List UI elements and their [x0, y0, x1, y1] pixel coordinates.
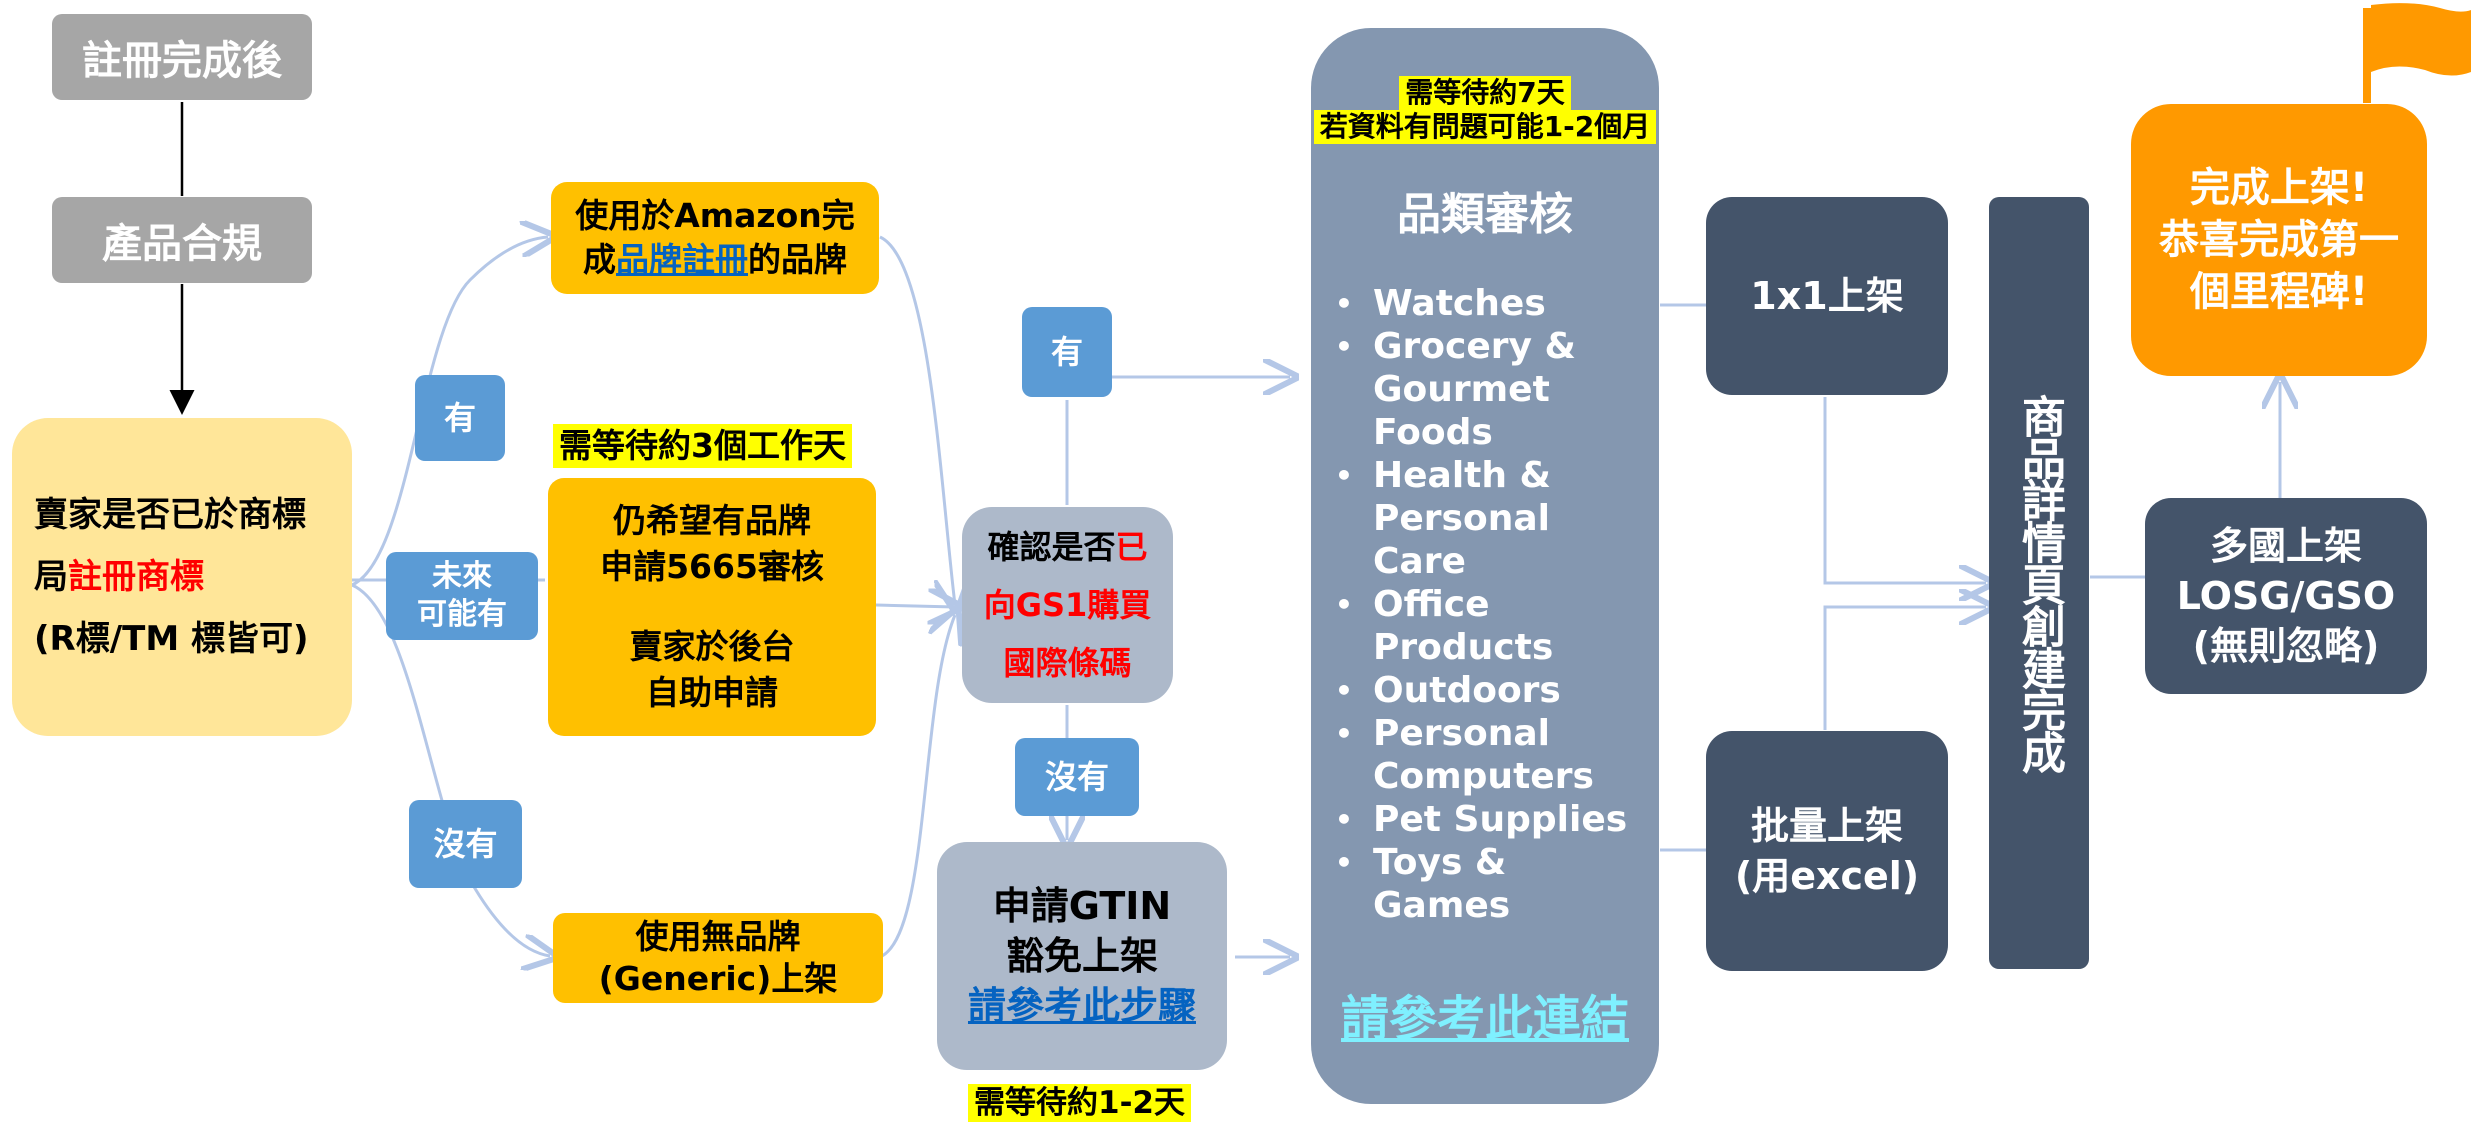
compliance-box: 產品合規 — [52, 197, 312, 283]
bulk-list-box: 批量上架 (用excel) — [1706, 731, 1948, 971]
detail-page-label: 商品詳情頁創建完成 — [2014, 394, 2065, 772]
gtin-box: 申請GTIN 豁免上架 請參考此步驟 — [937, 842, 1227, 1070]
brand-registry-link[interactable]: 品牌註冊 — [616, 240, 748, 279]
category-item: Toys & Games — [1335, 841, 1635, 927]
connector-trademark-generic — [351, 583, 550, 956]
trademark-line1: 賣家是否已於商標 — [34, 495, 306, 535]
wait-7-days-note: 需等待約7天 — [1399, 76, 1571, 110]
multi-country-box: 多國上架 LOSG/GSO (無則忽略) — [2145, 498, 2427, 694]
compliance-label: 產品合規 — [102, 221, 262, 267]
category-item: Pet Supplies — [1335, 798, 1635, 841]
gtin-steps-link[interactable]: 請參考此步驟 — [967, 984, 1196, 1028]
brand-5665-box: 仍希望有品牌 申請5665審核 賣家於後台 自助申請 — [548, 478, 876, 736]
category-review-box: 需等待約7天 若資料有問題可能1-2個月 品類審核 Watches Grocer… — [1311, 28, 1659, 1104]
trademark-line3: (R標/TM 標皆可) — [34, 619, 309, 659]
gs1-question-box: 確認是否已 向GS1購買 國際條碼 — [962, 507, 1173, 703]
wait-1-2-months-note: 若資料有問題可能1-2個月 — [1313, 110, 1657, 144]
wait-1-2-days-note: 需等待約1-2天 — [968, 1084, 1192, 1122]
category-review-title: 品類審核 — [1397, 189, 1573, 240]
trademark-question-box: 賣家是否已於商標 局註冊商標 (R標/TM 標皆可) — [12, 418, 352, 736]
connector-5665-gs1 — [875, 605, 955, 607]
connector-brand-gs1 — [879, 235, 955, 605]
after-registration-label: 註冊完成後 — [82, 38, 282, 84]
category-item: Office Products — [1335, 583, 1635, 669]
connector-generic-gs1 — [881, 615, 955, 958]
list-1x1-box: 1x1上架 — [1706, 197, 1948, 395]
label-future-trademark: 未來 可能有 — [386, 552, 538, 640]
label-gs1-yes: 有 — [1022, 307, 1112, 397]
flag-icon — [2363, 3, 2471, 103]
connector-1x1-detail — [1823, 397, 1986, 583]
listing-complete-box: 完成上架! 恭喜完成第一 個里程碑! — [2131, 104, 2427, 376]
detail-page-complete-box: 商品詳情頁創建完成 — [1989, 197, 2089, 969]
label-gs1-no: 沒有 — [1015, 738, 1139, 816]
generic-box: 使用無品牌 (Generic)上架 — [553, 913, 883, 1003]
connector-bulk-detail — [1823, 607, 1986, 730]
label-has-trademark: 有 — [415, 375, 505, 461]
category-item: Watches — [1335, 282, 1635, 325]
category-reference-link[interactable]: 請參考此連結 — [1340, 991, 1629, 1047]
trademark-line2: 局註冊商標 — [34, 557, 204, 597]
connector-trademark-brand — [351, 237, 548, 587]
category-item: Grocery & Gourmet Foods — [1335, 325, 1635, 454]
category-item: Outdoors — [1335, 669, 1635, 712]
category-item: Personal Computers — [1335, 712, 1635, 798]
label-no-trademark: 沒有 — [409, 800, 522, 888]
category-list: Watches Grocery & Gourmet Foods Health &… — [1335, 282, 1635, 927]
after-registration-box: 註冊完成後 — [52, 14, 312, 100]
brand-registered-box: 使用於Amazon完 成品牌註冊的品牌 — [551, 182, 879, 294]
category-item: Health & Personal Care — [1335, 454, 1635, 583]
wait-3-days-note: 需等待約3個工作天 — [553, 424, 852, 468]
